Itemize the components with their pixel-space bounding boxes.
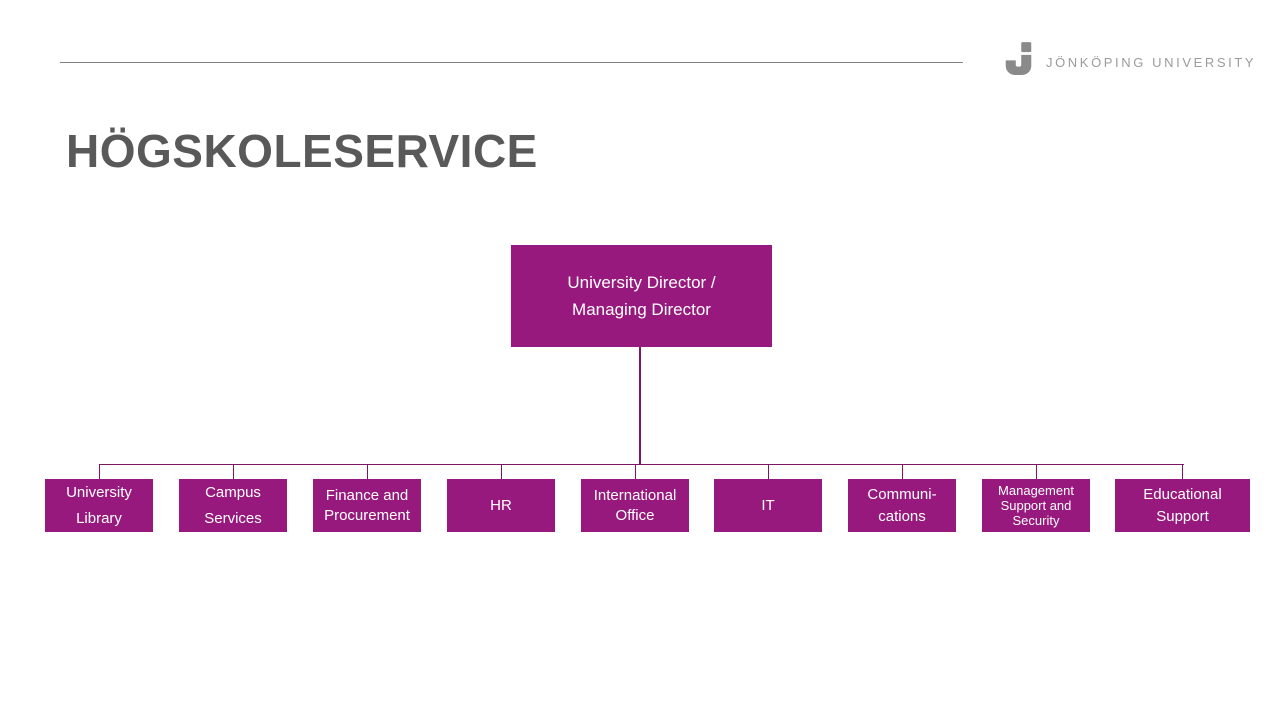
connector-stub	[902, 464, 903, 479]
connector-horizontal	[99, 464, 1184, 465]
org-node-management-support-and-security: Management Support and Security	[982, 479, 1090, 532]
org-node-finance-and-procurement: Finance and Procurement	[313, 479, 421, 532]
org-node-communications: Communi- cations	[848, 479, 956, 532]
org-node-hr: HR	[447, 479, 555, 532]
connector-stub	[99, 464, 100, 479]
org-node-campus-services: Campus Services	[179, 479, 287, 532]
connector-stub	[233, 464, 234, 479]
org-node-university-director: University Director / Managing Director	[511, 245, 772, 347]
connector-stub	[768, 464, 769, 479]
org-node-it: IT	[714, 479, 822, 532]
logo-text: JÖNKÖPING UNIVERSITY	[1046, 54, 1257, 70]
org-node-university-library: University Library	[45, 479, 153, 532]
page-title: HÖGSKOLESERVICE	[66, 125, 538, 177]
header-divider	[60, 62, 963, 63]
connector-stub	[635, 464, 636, 479]
university-logo: JÖNKÖPING UNIVERSITY	[1003, 42, 1256, 76]
connector-stub	[1036, 464, 1037, 479]
connector-stub	[367, 464, 368, 479]
connector-root-drop	[639, 347, 641, 464]
org-node-international-office: International Office	[581, 479, 689, 532]
connector-stub	[1182, 464, 1183, 479]
connector-stub	[501, 464, 502, 479]
org-node-educational-support: Educational Support	[1115, 479, 1250, 532]
ju-logo-icon	[1003, 42, 1034, 76]
